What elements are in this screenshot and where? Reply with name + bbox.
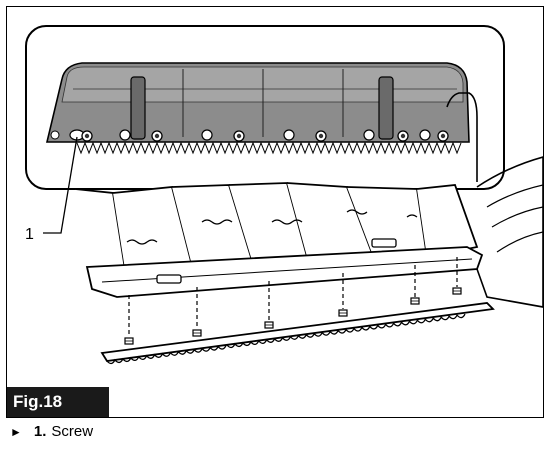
caption: ► 1.Screw xyxy=(10,422,93,442)
screw-guide-lines xyxy=(128,257,458,337)
figure-frame: 1 Fig.18 xyxy=(6,6,544,418)
arrow-right-icon: ► xyxy=(10,425,22,439)
motor-housing xyxy=(476,156,543,308)
blade-cover-exploded xyxy=(74,182,479,286)
hedge-trimmer-illustration: 1 xyxy=(25,25,543,365)
blade-teeth-detail xyxy=(76,141,462,155)
hedge-blade xyxy=(100,302,495,365)
callout-leader xyxy=(43,136,78,234)
caption-item-text: Screw xyxy=(51,423,94,440)
figure-label: Fig.18 xyxy=(7,387,109,417)
callout-number: 1 xyxy=(25,226,34,243)
blade-cover-detail xyxy=(45,62,478,182)
caption-item-number: 1. xyxy=(33,423,47,440)
